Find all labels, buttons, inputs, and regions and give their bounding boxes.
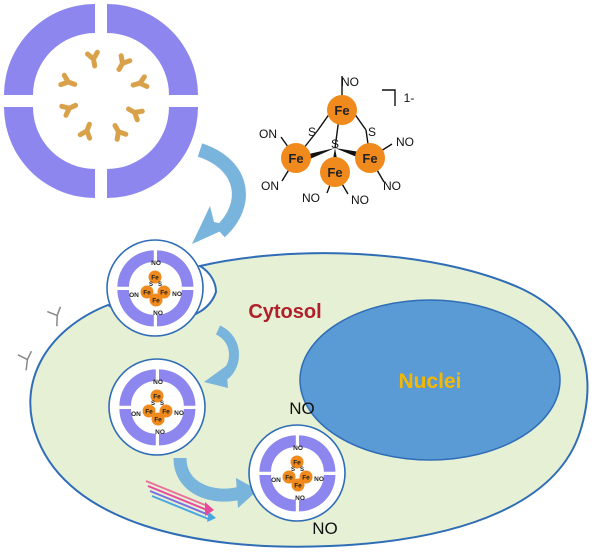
membrane-receptor-icon bbox=[17, 306, 62, 371]
nitrosyl-right-lower: NO bbox=[383, 179, 401, 193]
sulfur-right: S bbox=[368, 125, 376, 139]
nitrosyl-left-upper: ON bbox=[259, 127, 277, 141]
released-no-bottom: NO bbox=[312, 519, 338, 538]
mesoporous-nanoparticle bbox=[4, 4, 198, 198]
nitrosyl-bottom-left: NO bbox=[302, 191, 320, 205]
release-arrow bbox=[173, 457, 258, 508]
nucleus bbox=[299, 299, 561, 461]
trafficked-nanoparticle bbox=[109, 359, 205, 455]
releasing-nanoparticle bbox=[249, 425, 345, 521]
nitrosyl-bottom-right: NO bbox=[351, 193, 369, 207]
nitrosyl-left-lower: ON bbox=[261, 179, 279, 193]
nuclei-label: Nuclei bbox=[398, 370, 461, 393]
light-irradiation-icon bbox=[145, 480, 216, 522]
fe-atom-left: Fe bbox=[288, 151, 303, 166]
released-no-top: NO bbox=[289, 399, 315, 418]
endocytosed-nanoparticle bbox=[107, 240, 203, 336]
surface-ligands bbox=[61, 52, 147, 139]
fe-atom-top: Fe bbox=[334, 103, 349, 118]
sulfur-center: S bbox=[331, 137, 339, 151]
nitrosyl-right-upper: NO bbox=[396, 135, 414, 149]
cytosol-label: Cytosol bbox=[248, 301, 321, 323]
uptake-arrow bbox=[192, 143, 246, 244]
iron-sulfur-nitrosyl-cluster: Fe Fe Fe Fe S S S NO ON ON NO NO NO NO 1… bbox=[259, 75, 414, 207]
fe-atom-bottom: Fe bbox=[327, 165, 342, 180]
nitrosyl-top: NO bbox=[341, 75, 359, 89]
sulfur-left: S bbox=[308, 125, 316, 139]
fe-atom-right: Fe bbox=[362, 151, 377, 166]
trafficking-arrow bbox=[204, 325, 239, 388]
cluster-charge: 1- bbox=[404, 91, 415, 105]
